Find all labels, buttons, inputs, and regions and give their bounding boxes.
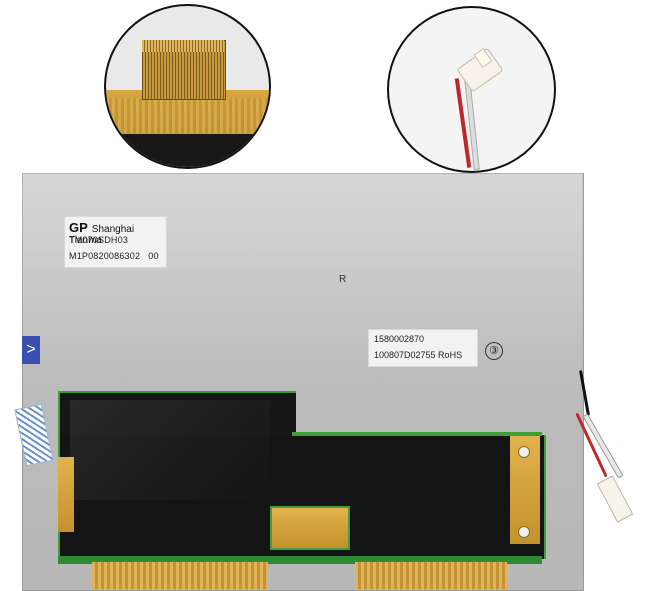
pcb-tape-upper xyxy=(58,391,296,441)
wire-plug xyxy=(596,475,634,523)
panel-reflection xyxy=(22,173,582,393)
batch-label: 1580002870 100807D02755 RoHS xyxy=(369,330,477,366)
gold-pad-center xyxy=(270,506,350,550)
serial-text: M1P0820086302 xyxy=(69,251,141,261)
manufacturer-text: Shanghai Tianma xyxy=(69,224,135,246)
side-tag: > xyxy=(22,336,40,364)
batch-line-1: 1580002870 xyxy=(374,334,425,344)
wire-connector-zoom xyxy=(387,6,556,173)
fpc-traces xyxy=(106,98,269,134)
fpc-shadow xyxy=(106,134,269,167)
tape-reflection xyxy=(70,400,270,500)
mounting-hole xyxy=(518,526,530,538)
pcb-bottom-edge xyxy=(58,556,542,564)
pcb-edge xyxy=(292,432,542,436)
gold-pad-left xyxy=(58,457,74,532)
batch-line-2: 100807D02755 RoHS xyxy=(374,350,463,360)
fpc-cable-left xyxy=(92,562,268,589)
mounting-hole xyxy=(518,446,530,458)
brand-text: GP xyxy=(69,220,88,235)
fpc-connector-zoom xyxy=(104,4,271,169)
model-text: TM070SDH03 xyxy=(69,235,129,245)
fpc-contacts xyxy=(142,40,224,52)
fpc-cable-right xyxy=(355,562,507,589)
serial-line: M1P0820086302 00 xyxy=(69,251,159,261)
panel-mark: R xyxy=(339,274,347,285)
circled-number: ③ xyxy=(485,342,503,360)
serial-suffix: 00 xyxy=(148,251,159,261)
